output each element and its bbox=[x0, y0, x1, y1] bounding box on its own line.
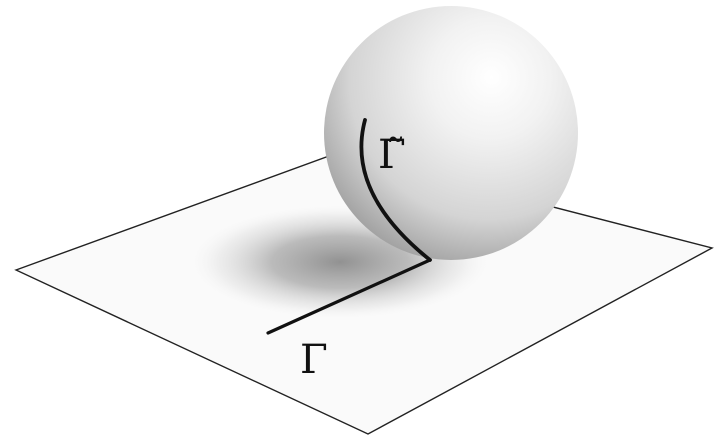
sphere bbox=[324, 6, 578, 260]
sphere-curve-label: Γ̃ bbox=[378, 132, 406, 178]
plane-curve bbox=[266, 258, 432, 335]
sphere-curve bbox=[359, 118, 432, 262]
plane-curve-label: Γ bbox=[300, 337, 328, 383]
